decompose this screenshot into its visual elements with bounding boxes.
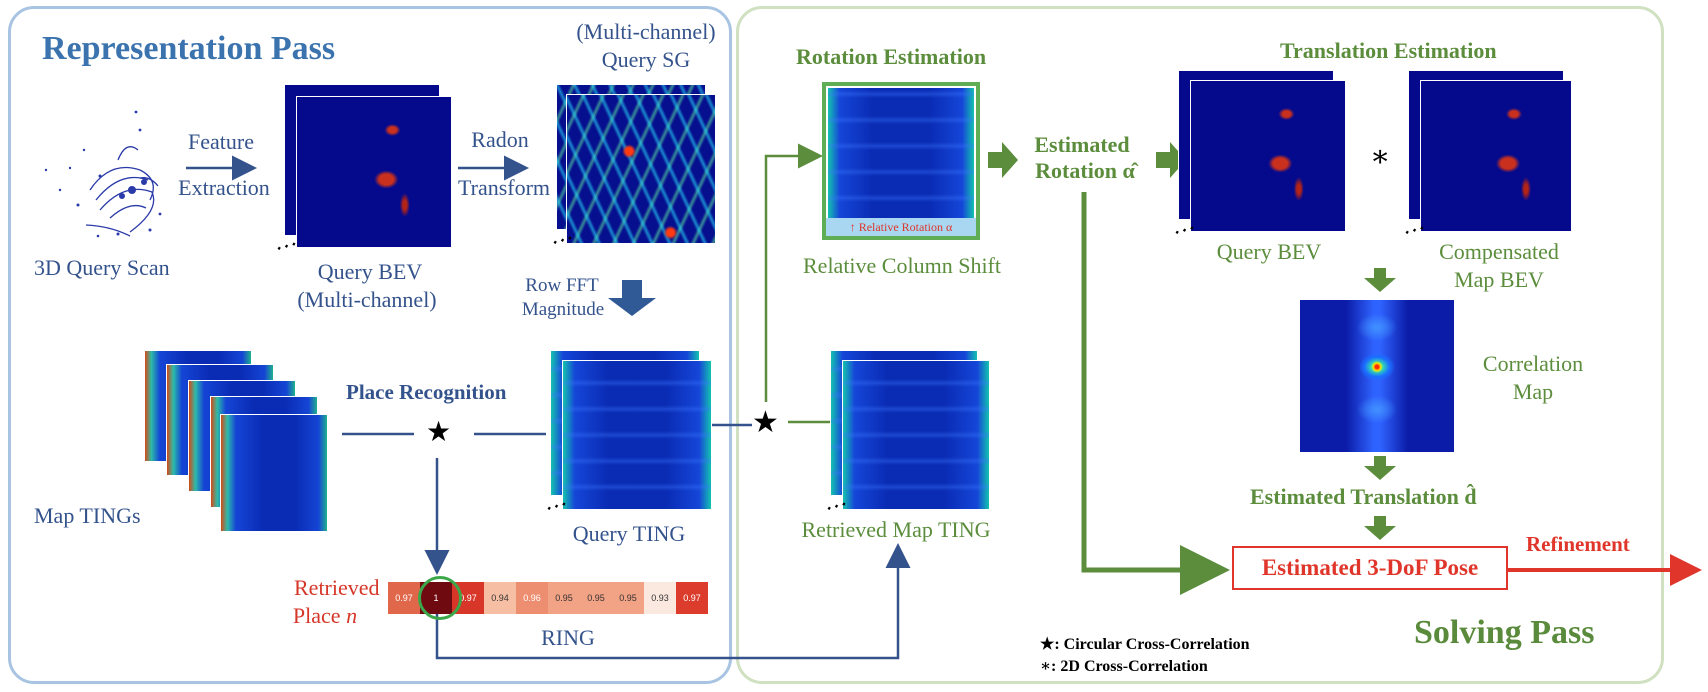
- query-sg-label-1: (Multi-channel): [576, 19, 716, 44]
- ring-label: RING: [541, 625, 595, 650]
- ring-cell: 0.96: [516, 582, 548, 614]
- place-recognition-label: Place Recognition: [346, 380, 507, 404]
- ring-cell: 0.95: [548, 582, 580, 614]
- corr-to-translation-arrow: [1364, 456, 1396, 480]
- retrieved-highlight-circle: [418, 576, 462, 620]
- retrieved-label-1: Retrieved: [294, 575, 380, 600]
- translation-query-bev-front: [1190, 80, 1346, 232]
- retrieved-map-ting-front: [842, 360, 990, 510]
- query-scan-label: 3D Query Scan: [34, 255, 170, 280]
- relative-rotation-strip: ↑ Relative Rotation α: [826, 218, 976, 236]
- rotation-estimation-title: Rotation Estimation: [796, 44, 987, 69]
- radon-label: Radon: [471, 127, 529, 152]
- rotation-correlation-image: ↑ Relative Rotation α: [822, 82, 980, 240]
- query-sg-label-2: Query SG: [601, 47, 691, 72]
- estimated-translation-label: Estimated Translation d̂: [1250, 484, 1477, 509]
- row-fft-label-2: Magnitude: [521, 299, 605, 320]
- feature-label: Feature: [188, 129, 254, 154]
- ring-cell: 0.93: [644, 582, 676, 614]
- estimated-rotation-label-1: Estimated: [1034, 132, 1130, 157]
- ring-cell: 0.95: [612, 582, 644, 614]
- retrieval-arrow: [435, 543, 911, 660]
- extraction-label: Extraction: [178, 175, 270, 200]
- legend-circular: ★: Circular Cross-Correlation: [1040, 636, 1250, 653]
- translation-estimation-title: Translation Estimation: [1280, 38, 1497, 63]
- ring-cell: 0.94: [484, 582, 516, 614]
- row-fft-label-1: Row FFT: [525, 275, 599, 296]
- circular-correlation-star: ★: [752, 406, 779, 439]
- correlation-map-label-2: Map: [1512, 379, 1554, 404]
- representation-pass-title: Representation Pass: [42, 30, 336, 67]
- query-bev-front: [296, 96, 452, 248]
- ring-cell: 0.97: [388, 582, 420, 614]
- map-tings-label: Map TINGs: [34, 503, 141, 528]
- row-fft-arrow: [608, 280, 656, 316]
- correlation-map-image: [1300, 300, 1454, 452]
- translation-query-bev-label: Query BEV: [1216, 239, 1322, 264]
- ring-cell: 0.95: [580, 582, 612, 614]
- rotation-to-pose-arrow: [1081, 192, 1230, 595]
- compensated-map-bev-label-1: Compensated: [1439, 239, 1559, 264]
- estimate-to-translation-arrow: [1156, 142, 1186, 178]
- solving-pass-title: Solving Pass: [1414, 614, 1595, 651]
- star-to-rotation-arrow: [764, 143, 823, 402]
- representation-pass-panel: [8, 6, 732, 684]
- estimated-rotation-label-2: Rotation α̂: [1035, 158, 1135, 183]
- compensated-map-bev-label-2: Map BEV: [1454, 267, 1544, 292]
- correlation-map-label-1: Correlation: [1482, 351, 1584, 376]
- query-ting-label: Query TING: [572, 521, 686, 546]
- bev-to-corr-arrow: [1364, 268, 1396, 292]
- retrieved-map-ting-label: Retrieved Map TING: [801, 517, 991, 542]
- query-bev-sublabel: (Multi-channel): [297, 287, 437, 312]
- place-recognition-star: ★: [426, 417, 452, 448]
- query-bev-label: Query BEV: [317, 259, 423, 284]
- 2d-correlation-asterisk: ∗: [1370, 140, 1391, 173]
- estimated-pose-box: Estimated 3-DoF Pose: [1232, 546, 1508, 590]
- query-sg-front: [566, 94, 716, 244]
- translation-to-pose-arrow: [1364, 516, 1396, 540]
- refinement-label: Refinement: [1526, 532, 1630, 556]
- compensated-map-bev-front: [1420, 80, 1572, 232]
- ring-cell: 0.97: [676, 582, 708, 614]
- rotation-to-estimate-arrow: [988, 142, 1018, 178]
- legend-2d: ∗: 2D Cross-Correlation: [1040, 658, 1208, 675]
- solving-pass-panel: [736, 6, 1664, 684]
- retrieved-label-2: Place n: [292, 603, 358, 628]
- transform-label: Transform: [457, 175, 551, 200]
- relative-column-shift-label: Relative Column Shift: [803, 253, 1001, 278]
- query-ting-front: [562, 360, 712, 510]
- map-ting-5: [220, 414, 328, 532]
